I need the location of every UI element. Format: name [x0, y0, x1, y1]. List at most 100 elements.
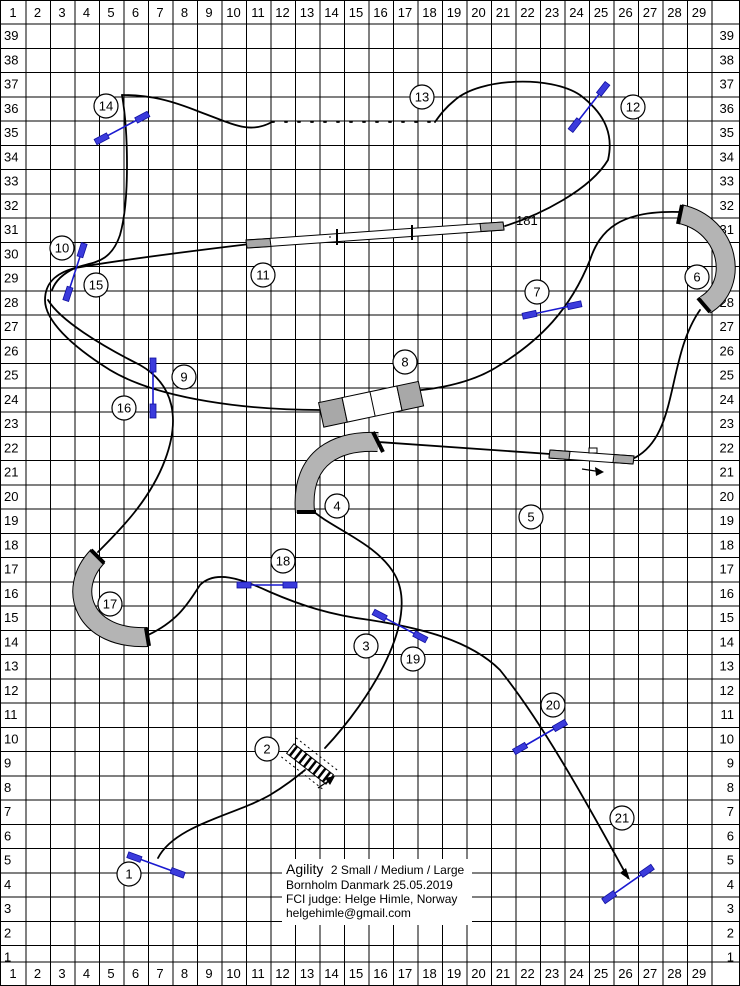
row-label-right-26: 26 — [720, 343, 734, 358]
row-label-left-29: 29 — [4, 271, 18, 286]
column-label-top-10: 10 — [226, 5, 240, 20]
row-label-left-3: 3 — [4, 901, 11, 916]
row-label-right-9: 9 — [727, 756, 734, 771]
column-label-bottom-7: 7 — [156, 966, 163, 981]
row-label-left-39: 39 — [4, 28, 18, 43]
row-label-right-10: 10 — [720, 731, 734, 746]
svg-text:20: 20 — [546, 698, 560, 713]
jump-1 — [126, 851, 186, 879]
row-label-right-32: 32 — [720, 198, 734, 213]
obstacle-number-19: 19 — [400, 646, 426, 672]
column-label-top-3: 3 — [58, 5, 65, 20]
row-label-left-12: 12 — [4, 683, 18, 698]
column-label-bottom-18: 18 — [422, 966, 436, 981]
coordinate-labels: 1122334455667788991010111112121313141415… — [4, 5, 734, 981]
obstacle-number-1: 1 — [116, 861, 142, 887]
row-label-left-32: 32 — [4, 198, 18, 213]
row-label-left-19: 19 — [4, 513, 18, 528]
column-label-top-25: 25 — [594, 5, 608, 20]
svg-text:17: 17 — [103, 597, 117, 612]
column-label-bottom-22: 22 — [520, 966, 534, 981]
row-label-left-17: 17 — [4, 562, 18, 577]
column-label-top-8: 8 — [181, 5, 188, 20]
svg-text:19: 19 — [406, 652, 420, 667]
weave-poles — [281, 737, 339, 791]
row-label-left-36: 36 — [4, 101, 18, 116]
path-15-to-16-17 — [47, 299, 174, 553]
jump-9-16 — [149, 357, 157, 419]
row-label-left-16: 16 — [4, 586, 18, 601]
row-label-left-18: 18 — [4, 537, 18, 552]
row-label-right-22: 22 — [720, 440, 734, 455]
course-path — [44, 80, 701, 879]
row-label-right-35: 35 — [720, 125, 734, 140]
row-label-right-34: 34 — [720, 149, 734, 164]
column-label-bottom-9: 9 — [205, 966, 212, 981]
row-label-left-5: 5 — [4, 853, 11, 868]
column-label-top-24: 24 — [569, 5, 583, 20]
row-label-right-16: 16 — [720, 586, 734, 601]
row-label-left-7: 7 — [4, 804, 11, 819]
column-label-top-11: 11 — [251, 5, 265, 20]
row-label-right-3: 3 — [727, 901, 734, 916]
tunnel-17 — [72, 548, 151, 648]
obstacle-number-17: 17 — [97, 591, 123, 617]
row-label-right-27: 27 — [720, 319, 734, 334]
row-label-left-9: 9 — [4, 756, 11, 771]
a-frame — [318, 380, 425, 428]
row-label-left-4: 4 — [4, 877, 11, 892]
column-label-top-17: 17 — [398, 5, 412, 20]
svg-text:14: 14 — [99, 99, 113, 114]
row-label-right-23: 23 — [720, 416, 734, 431]
row-label-left-21: 21 — [4, 465, 18, 480]
obstacle-number-20: 20 — [540, 692, 566, 718]
column-label-top-2: 2 — [34, 5, 41, 20]
row-label-left-20: 20 — [4, 489, 18, 504]
svg-text:15: 15 — [89, 278, 103, 293]
column-label-top-22: 22 — [520, 5, 534, 20]
tunnel-4 — [294, 431, 385, 514]
row-label-right-21: 21 — [720, 465, 734, 480]
column-label-bottom-25: 25 — [594, 966, 608, 981]
row-label-left-35: 35 — [4, 125, 18, 140]
row-label-right-20: 20 — [720, 489, 734, 504]
obstacle-number-14: 14 — [93, 93, 119, 119]
column-label-top-13: 13 — [300, 5, 314, 20]
tunnel-6 — [676, 204, 736, 314]
obstacle-number-18: 18 — [270, 548, 296, 574]
obstacle-number-16: 16 — [111, 395, 137, 421]
svg-text:21: 21 — [615, 811, 629, 826]
obstacle-number-3: 3 — [353, 633, 379, 659]
column-label-top-29: 29 — [692, 5, 706, 20]
row-label-right-12: 12 — [720, 683, 734, 698]
jump-10-15 — [62, 242, 88, 302]
column-label-bottom-2: 2 — [34, 966, 41, 981]
svg-text:3: 3 — [362, 639, 369, 654]
dog-walk — [245, 221, 505, 249]
path-6-to-7-8 — [399, 211, 681, 393]
column-label-top-28: 28 — [667, 5, 681, 20]
obstacle-number-12: 12 — [620, 94, 646, 120]
column-label-top-4: 4 — [83, 5, 90, 20]
seesaw — [548, 447, 635, 476]
column-label-bottom-17: 17 — [398, 966, 412, 981]
column-label-top-20: 20 — [471, 5, 485, 20]
row-label-left-30: 30 — [4, 246, 18, 261]
info-judge: FCI judge: Helge Himle, Norway — [286, 892, 457, 906]
finish-arrow — [620, 868, 630, 880]
column-label-bottom-6: 6 — [132, 966, 139, 981]
info-email: helgehimle@gmail.com — [286, 906, 411, 920]
path-17-to-18-19 — [147, 576, 629, 879]
column-label-top-27: 27 — [643, 5, 657, 20]
svg-text:7: 7 — [533, 285, 540, 300]
column-label-top-23: 23 — [545, 5, 559, 20]
svg-text:2: 2 — [263, 742, 270, 757]
jump-21 — [601, 863, 655, 905]
column-label-bottom-14: 14 — [324, 966, 338, 981]
svg-text:12: 12 — [626, 100, 640, 115]
column-label-top-9: 9 — [205, 5, 212, 20]
svg-text:16: 16 — [117, 401, 131, 416]
column-label-top-21: 21 — [496, 5, 510, 20]
column-label-bottom-15: 15 — [349, 966, 363, 981]
